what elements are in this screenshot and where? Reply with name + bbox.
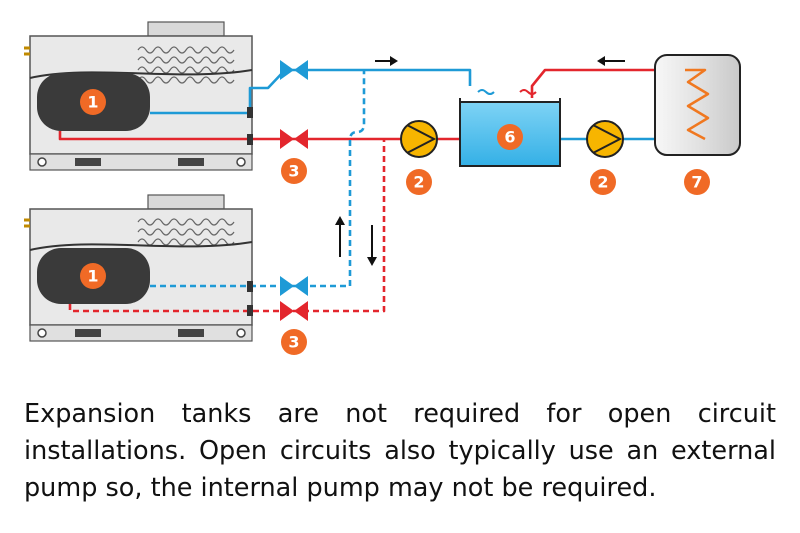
svg-text:2: 2 [413, 173, 424, 192]
valve-return-top [280, 129, 308, 149]
svg-text:7: 7 [691, 173, 702, 192]
badge-heat-exchanger: 7 [684, 169, 710, 195]
badge-pump-right: 2 [590, 169, 616, 195]
condenser-coil-bottom [137, 218, 235, 246]
pipe-return-bottom [68, 139, 386, 313]
chiller-unit-top [24, 21, 253, 171]
badge-valve-top: 3 [281, 158, 307, 184]
pump-right [586, 120, 624, 158]
flow-arrows [335, 56, 625, 266]
pipe-hx-to-tank [530, 68, 685, 98]
badge-chiller-bottom: 1 [80, 263, 106, 289]
valve-supply-bottom [280, 276, 308, 296]
condenser-coil-top [137, 46, 235, 84]
svg-text:1: 1 [87, 267, 98, 286]
svg-text:1: 1 [87, 93, 98, 112]
valve-supply-top [280, 60, 308, 80]
badge-pump-left: 2 [406, 169, 432, 195]
open-circuit-diagram: 1 1 3 3 2 6 2 7 [24, 21, 741, 355]
heat-exchanger [654, 54, 741, 156]
pump-left [400, 120, 438, 158]
valve-return-bottom [280, 301, 308, 321]
svg-text:2: 2 [597, 173, 608, 192]
svg-text:6: 6 [504, 128, 515, 147]
pipe-return-top [58, 131, 460, 141]
svg-text:3: 3 [288, 333, 299, 352]
chiller-unit-bottom [24, 194, 253, 342]
caption-text: Expansion tanks are not required for ope… [24, 399, 776, 503]
svg-text:3: 3 [288, 162, 299, 181]
badge-valve-bottom: 3 [281, 329, 307, 355]
badge-tank: 6 [497, 124, 523, 150]
badge-chiller-top: 1 [80, 89, 106, 115]
